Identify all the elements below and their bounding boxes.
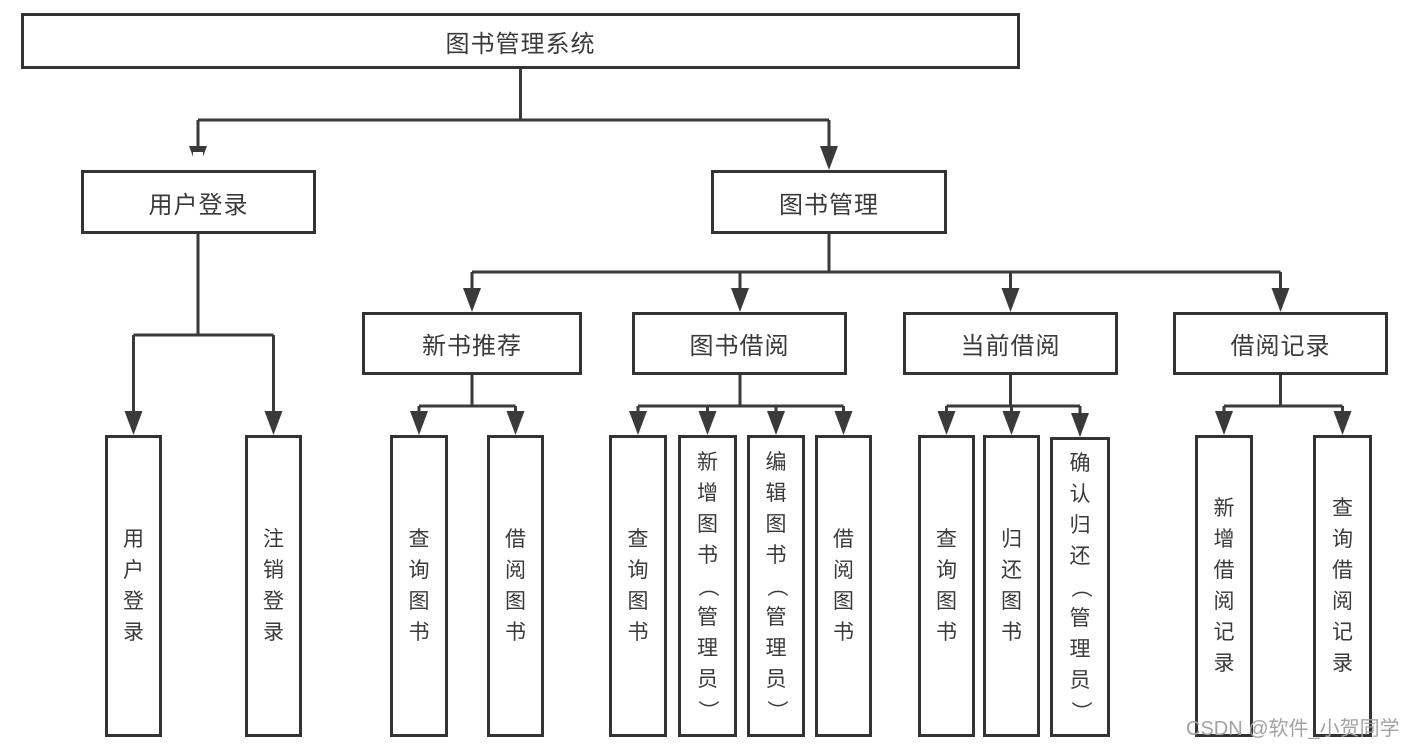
leaf-query-borrow-record: 查询借阅记录	[1313, 435, 1372, 737]
leaf-borrowing-borrow-books-label: 借阅图书	[833, 528, 854, 644]
leaf-current-query-books: 查询图书	[918, 435, 975, 737]
leaf-borrowing-query-books: 查询图书	[609, 435, 667, 737]
node-user-login: 用户登录	[81, 170, 316, 234]
node-current-borrowing-label: 当前借阅	[960, 333, 1061, 360]
leaf-edit-books-admin: 编辑图书（管理员）	[747, 435, 805, 737]
leaf-logout: 注销登录	[245, 435, 302, 737]
node-book-management: 图书管理	[711, 170, 947, 234]
node-user-login-label: 用户登录	[148, 191, 249, 219]
leaf-confirm-return-admin-label: 确认归还（管理员）	[1068, 451, 1092, 722]
connector-book-management-to-level2	[463, 234, 1290, 312]
connector-book-borrowing-subtree	[629, 375, 853, 435]
connector-root-to-level1	[189, 69, 838, 415]
leaf-user-login-label: 用户登录	[123, 528, 144, 644]
leaf-add-borrow-record: 新增借阅记录	[1195, 435, 1253, 737]
leaf-current-query-books-label: 查询图书	[936, 528, 957, 644]
leaf-return-books: 归还图书	[983, 435, 1040, 737]
connector-new-book-recommend-subtree	[410, 375, 525, 435]
leaf-edit-books-admin-label: 编辑图书（管理员）	[764, 450, 788, 721]
node-root-system: 图书管理系统	[21, 13, 1020, 69]
node-new-book-recommend: 新书推荐	[362, 312, 582, 375]
leaf-add-borrow-record-label: 新增借阅记录	[1213, 497, 1235, 675]
leaf-confirm-return-admin: 确认归还（管理员）	[1050, 437, 1110, 737]
node-book-borrowing: 图书借阅	[632, 312, 847, 375]
connector-current-borrowing-subtree	[937, 375, 1089, 437]
node-book-borrowing-label: 图书借阅	[689, 333, 790, 360]
node-root-system-label: 图书管理系统	[445, 30, 596, 58]
leaf-return-books-label: 归还图书	[1001, 528, 1022, 644]
leaf-borrowing-borrow-books: 借阅图书	[815, 435, 872, 737]
leaf-query-borrow-record-label: 查询借阅记录	[1332, 497, 1353, 675]
node-borrowing-records: 借阅记录	[1173, 312, 1388, 375]
node-current-borrowing: 当前借阅	[903, 312, 1118, 375]
leaf-recommend-query-books-label: 查询图书	[408, 528, 430, 644]
leaf-borrowing-query-books-label: 查询图书	[627, 528, 649, 644]
node-borrowing-records-label: 借阅记录	[1230, 333, 1331, 360]
leaf-logout-label: 注销登录	[263, 528, 284, 644]
node-new-book-recommend-label: 新书推荐	[422, 333, 522, 360]
connector-borrowing-records-subtree	[1215, 375, 1352, 435]
leaf-user-login: 用户登录	[105, 435, 162, 737]
csdn-watermark: CSDN @软件_小贺同学	[1186, 718, 1400, 740]
leaf-add-books-admin-label: 新增图书（管理员）	[696, 450, 719, 721]
node-book-management-label: 图书管理	[779, 191, 879, 219]
leaf-recommend-borrow-books: 借阅图书	[487, 435, 544, 737]
leaf-recommend-borrow-books-label: 借阅图书	[505, 528, 526, 644]
connector-user-login-subtree	[124, 234, 283, 435]
leaf-add-books-admin: 新增图书（管理员）	[678, 435, 737, 737]
leaf-recommend-query-books: 查询图书	[390, 435, 448, 737]
